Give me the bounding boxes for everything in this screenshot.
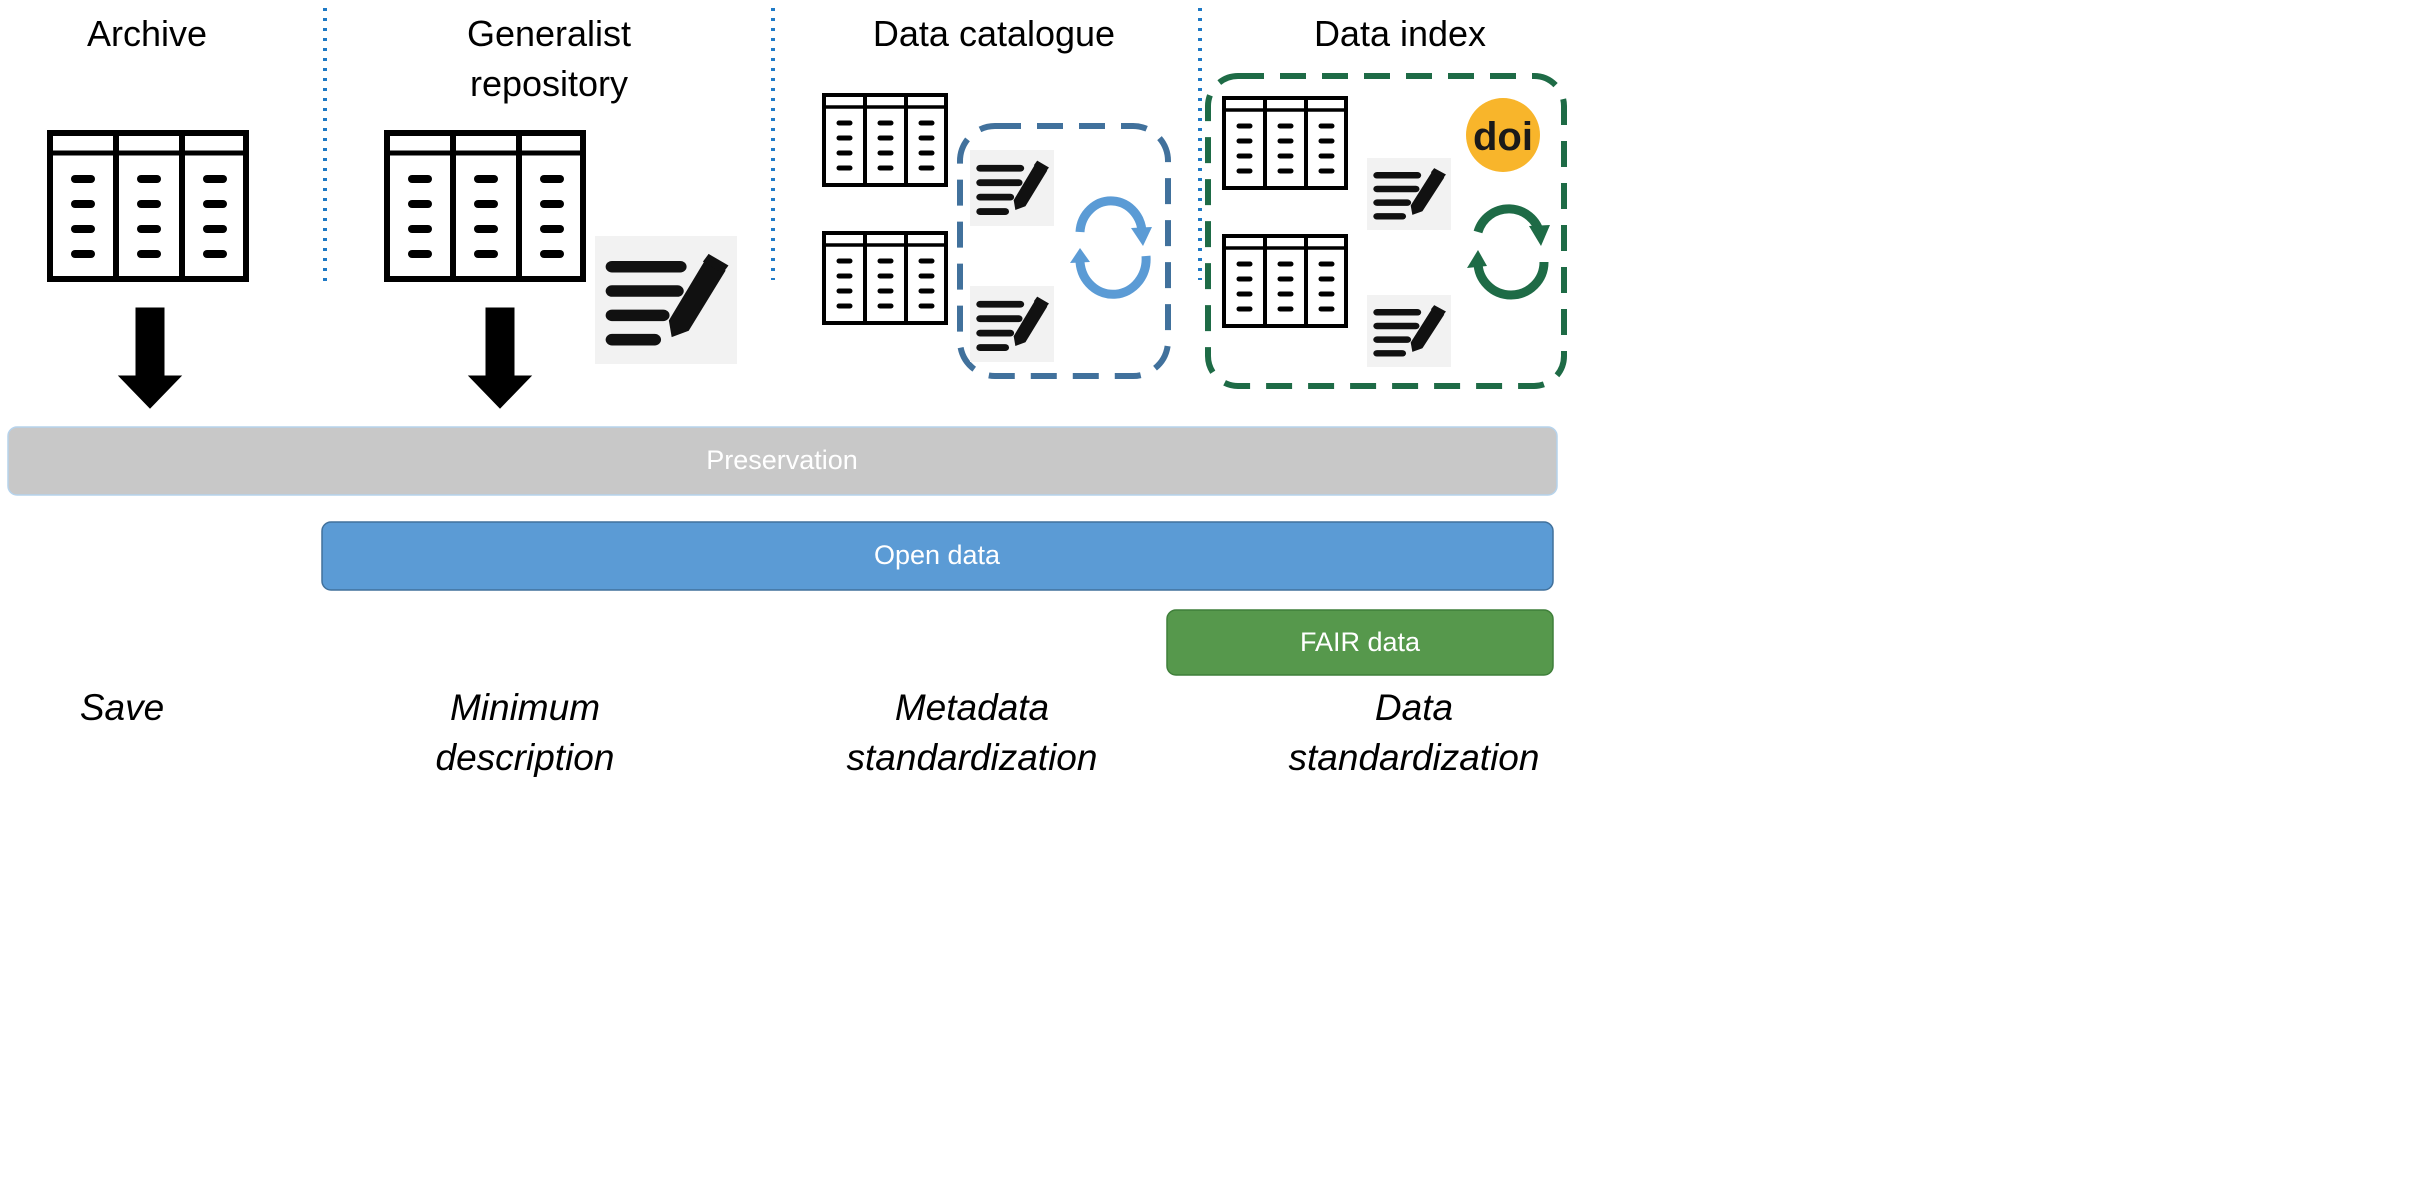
caption-save: Save — [80, 687, 164, 728]
metadata-document-icon — [970, 150, 1054, 226]
table-icon — [824, 95, 946, 185]
metadata-document-icon — [970, 286, 1054, 362]
caption-data-line1: Data — [1375, 687, 1453, 728]
generalist-heading-line2: repository — [470, 63, 628, 104]
open-data-label: Open data — [874, 540, 1001, 570]
sync-cycle-icon — [1070, 196, 1152, 299]
sync-cycle-icon — [1467, 204, 1550, 300]
archive-heading: Archive — [87, 13, 207, 54]
down-arrow-icon — [468, 307, 532, 409]
caption-minimum-line1: Minimum — [450, 687, 600, 728]
index-dashed-frame — [1205, 73, 1567, 389]
preservation-label: Preservation — [706, 445, 858, 475]
fair-data-label: FAIR data — [1300, 627, 1421, 657]
generalist-heading-line1: Generalist — [467, 13, 631, 54]
caption-data-line2: standardization — [1289, 737, 1540, 777]
doi-badge-icon: doi — [1466, 98, 1540, 172]
metadata-document-icon — [1367, 295, 1451, 367]
doi-badge-text: doi — [1473, 115, 1533, 159]
fair-data-bar — [1166, 609, 1554, 676]
table-icon — [387, 133, 583, 279]
caption-minimum-line2: description — [436, 737, 615, 777]
index-heading: Data index — [1314, 13, 1486, 54]
table-icon — [1224, 236, 1346, 326]
caption-metadata-line2: standardization — [847, 737, 1098, 777]
caption-metadata-line1: Metadata — [895, 687, 1049, 728]
preservation-bar — [7, 426, 1558, 496]
table-icon — [1224, 98, 1346, 188]
down-arrow-icon — [118, 307, 182, 409]
table-icon — [824, 233, 946, 323]
open-data-bar — [321, 521, 1554, 591]
catalogue-heading: Data catalogue — [873, 13, 1115, 54]
metadata-document-icon — [595, 236, 737, 364]
metadata-document-icon — [1367, 158, 1451, 230]
diagram-canvas: Archive Generalist repository Data catal… — [7, 8, 1567, 777]
table-icon — [50, 133, 246, 279]
